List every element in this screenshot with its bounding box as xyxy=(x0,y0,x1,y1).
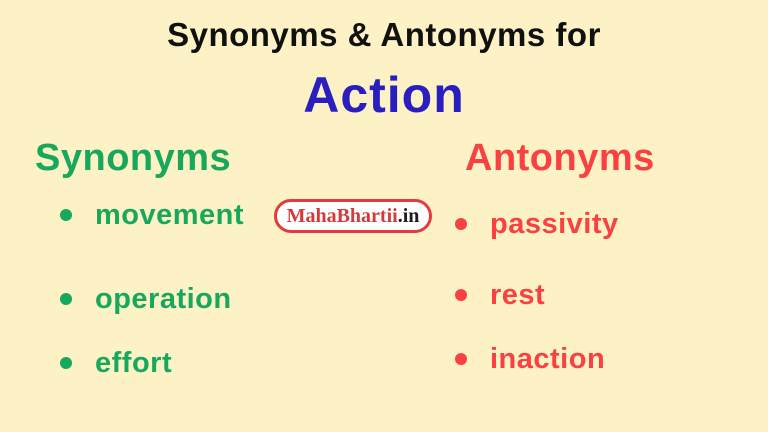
synonym-label: effort xyxy=(95,346,173,379)
bullet-icon xyxy=(455,217,467,230)
watermark-brand: MahaBhartii xyxy=(286,204,398,227)
list-item: inaction xyxy=(455,342,768,376)
watermark-badge: MahaBhartii.in xyxy=(274,199,432,233)
list-item: operation xyxy=(60,282,384,316)
list-item: effort xyxy=(60,346,384,380)
antonym-label: inaction xyxy=(490,342,606,375)
antonyms-column: Antonyms passivity rest inaction xyxy=(384,136,768,380)
bullet-icon xyxy=(455,288,467,301)
antonym-label: passivity xyxy=(490,207,619,240)
list-item: rest xyxy=(455,278,768,312)
watermark-suffix: .in xyxy=(397,204,420,227)
synonyms-column: Synonyms movement operation effort xyxy=(0,136,384,380)
word-columns: Synonyms movement operation effort Anton… xyxy=(0,136,768,380)
antonyms-list: passivity rest inaction xyxy=(455,207,768,376)
bullet-icon xyxy=(60,292,72,305)
headword: Action xyxy=(303,66,465,123)
bullet-icon xyxy=(455,352,467,365)
page-title: Synonyms & Antonyms for xyxy=(167,16,601,53)
synonym-label: operation xyxy=(95,282,232,315)
list-item: passivity xyxy=(455,207,768,241)
bullet-icon xyxy=(60,356,72,369)
bullet-icon xyxy=(60,208,72,221)
synonym-label: movement xyxy=(95,198,245,231)
antonym-label: rest xyxy=(490,278,546,311)
antonyms-heading: Antonyms xyxy=(465,136,655,179)
synonyms-heading: Synonyms xyxy=(35,136,232,179)
synonyms-list: movement operation effort xyxy=(35,198,384,380)
list-item: movement xyxy=(60,198,384,232)
